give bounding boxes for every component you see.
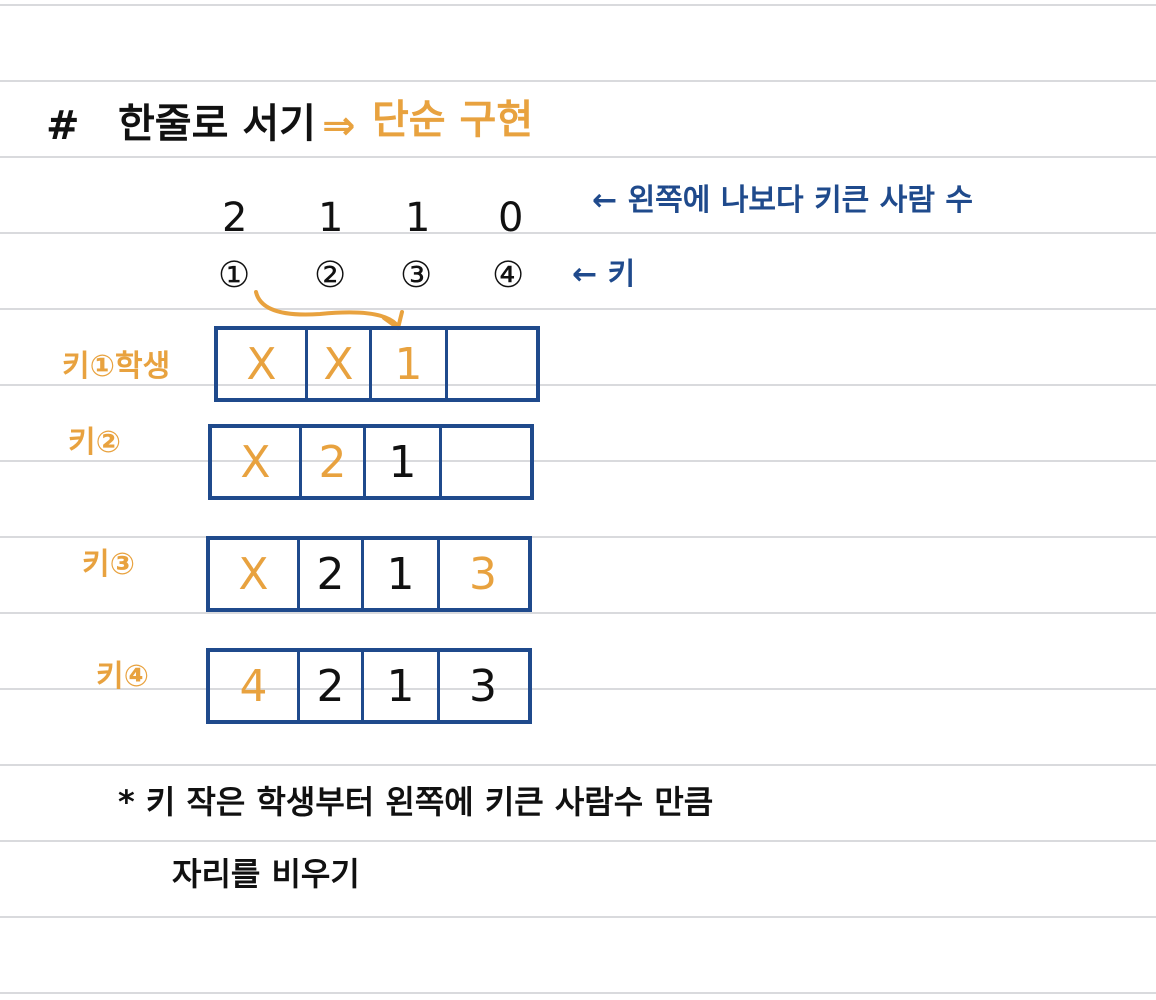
row-label: 키③ [82, 547, 136, 582]
position-cell: 1 [372, 330, 448, 398]
row-label: 키①학생 [62, 349, 171, 384]
count-value: 0 [498, 195, 524, 241]
ruled-line [0, 688, 1156, 690]
position-cell: 2 [300, 540, 364, 608]
heading-arrow: ⇒ [322, 103, 356, 149]
key-label: ④ [492, 255, 525, 296]
row-label: 키④ [96, 659, 150, 694]
position-cell: X [212, 428, 302, 496]
ruled-line [0, 764, 1156, 766]
ruled-line [0, 232, 1156, 234]
position-cell: X [308, 330, 372, 398]
summary-line-2: 자리를 비우기 [172, 855, 360, 893]
position-cell: 3 [469, 660, 497, 712]
ruled-line [0, 80, 1156, 82]
position-cell: 1 [364, 652, 440, 720]
ruled-line [0, 308, 1156, 310]
ruled-line [0, 612, 1156, 614]
heading-subtitle: 단순 구현 [372, 97, 534, 143]
ruled-line [0, 156, 1156, 158]
ruled-line [0, 384, 1156, 386]
heading-hash: # [46, 103, 80, 149]
position-cell: 2 [302, 428, 366, 496]
position-row: 4 2 1 3 [206, 648, 532, 724]
position-cell: 1 [366, 428, 442, 496]
count-value: 1 [405, 195, 431, 241]
heading-title: 한줄로 서기 [118, 101, 316, 147]
row-label: 키② [68, 425, 122, 460]
ruled-line [0, 4, 1156, 6]
position-cell: 3 [469, 548, 497, 600]
position-row: X 2 1 [208, 424, 534, 500]
position-cell: 2 [300, 652, 364, 720]
position-cell: 4 [210, 652, 300, 720]
ruled-line [0, 460, 1156, 462]
position-cell: X [218, 330, 308, 398]
keys-note: ← 키 [572, 257, 636, 292]
ruled-line [0, 916, 1156, 918]
count-value: 2 [222, 195, 248, 241]
ruled-line [0, 992, 1156, 994]
position-cell [448, 330, 534, 398]
counts-note: ← 왼쪽에 나보다 키큰 사람 수 [592, 183, 973, 218]
position-cell: X [210, 540, 300, 608]
key-label: ② [314, 255, 347, 296]
key-label: ① [218, 255, 251, 296]
position-row: X 2 1 3 [206, 536, 532, 612]
key-label: ③ [400, 255, 433, 296]
position-row: X X 1 [214, 326, 540, 402]
count-value: 1 [318, 195, 344, 241]
position-cell: 1 [364, 540, 440, 608]
position-cell [442, 428, 528, 496]
summary-line-1: * 키 작은 학생부터 왼쪽에 키큰 사람수 만큼 [118, 783, 714, 821]
ruled-line [0, 536, 1156, 538]
ruled-line [0, 840, 1156, 842]
